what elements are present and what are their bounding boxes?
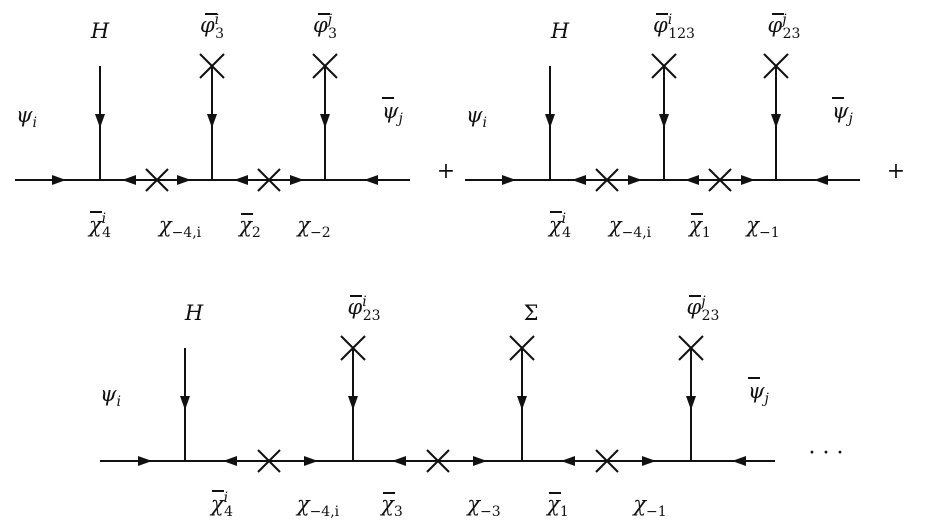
arrow-down bbox=[95, 114, 105, 128]
arrow-right bbox=[290, 175, 304, 185]
arrow-right bbox=[628, 175, 642, 185]
arrow-down bbox=[771, 114, 781, 128]
arrow-down bbox=[348, 396, 358, 410]
vev-cross bbox=[763, 53, 789, 79]
arrow-right bbox=[138, 456, 152, 466]
arrow-down bbox=[545, 114, 555, 128]
propagator-label: χ2 bbox=[237, 213, 261, 241]
arrow-left bbox=[122, 175, 136, 185]
vertex-label-higgs: H bbox=[184, 301, 204, 325]
arrow-down bbox=[180, 396, 190, 410]
arrow-down bbox=[686, 396, 696, 410]
propagator-label: χ1 bbox=[545, 492, 569, 520]
arrow-down bbox=[659, 114, 669, 128]
mass-insertion-cross bbox=[257, 449, 281, 473]
vev-cross bbox=[199, 53, 225, 79]
propagator-label: χ−1 bbox=[631, 492, 666, 520]
arrow-right bbox=[473, 456, 487, 466]
propagator-label: χ−4,i bbox=[295, 492, 340, 520]
arrow-left bbox=[814, 175, 828, 185]
propagator-label: χ−4,i bbox=[607, 213, 652, 241]
arrow-right bbox=[502, 175, 516, 185]
arrow-left bbox=[732, 456, 746, 466]
arrow-down bbox=[207, 114, 217, 128]
arrow-right bbox=[52, 175, 66, 185]
arrow-right bbox=[741, 175, 755, 185]
propagator-label: χ−4,i bbox=[157, 213, 202, 241]
mass-insertion-cross bbox=[595, 449, 619, 473]
arrow-left bbox=[234, 175, 248, 185]
mass-insertion-cross bbox=[708, 168, 732, 192]
vertex-label-higgs: H bbox=[90, 19, 110, 43]
vev-cross bbox=[340, 335, 366, 361]
arrow-right bbox=[642, 456, 656, 466]
vev-cross bbox=[312, 53, 338, 79]
arrow-left bbox=[561, 456, 575, 466]
mass-insertion-cross bbox=[145, 168, 169, 192]
arrow-down bbox=[320, 114, 330, 128]
mass-insertion-cross bbox=[426, 449, 450, 473]
arrow-left bbox=[223, 456, 237, 466]
plus-operator: + bbox=[887, 159, 905, 184]
left-leg-label: ψi bbox=[100, 382, 121, 410]
right-leg-label: ψj bbox=[382, 99, 403, 127]
arrow-left bbox=[392, 456, 406, 466]
vertex-label-sigma: Σ bbox=[524, 301, 539, 325]
arrow-left bbox=[364, 175, 378, 185]
ellipsis-operator: · · · bbox=[809, 441, 844, 466]
vertex-label-higgs: H bbox=[550, 19, 570, 43]
arrow-right bbox=[304, 456, 318, 466]
arrow-down bbox=[517, 396, 527, 410]
arrow-left bbox=[685, 175, 699, 185]
plus-operator: + bbox=[437, 159, 455, 184]
propagator-label: χ3 bbox=[379, 492, 403, 520]
mass-insertion-cross bbox=[595, 168, 619, 192]
arrow-left bbox=[572, 175, 586, 185]
mass-insertion-cross bbox=[257, 168, 281, 192]
left-leg-label: ψi bbox=[466, 103, 487, 131]
propagator-label: χ1 bbox=[687, 213, 711, 241]
right-leg-label: ψj bbox=[748, 379, 769, 407]
propagator-label: χ−2 bbox=[295, 213, 330, 241]
propagator-label: χ−1 bbox=[744, 213, 779, 241]
vev-cross bbox=[651, 53, 677, 79]
vev-cross bbox=[509, 335, 535, 361]
arrow-right bbox=[177, 175, 191, 185]
propagator-label: χ−3 bbox=[465, 492, 500, 520]
vev-cross bbox=[678, 335, 704, 361]
right-leg-label: ψj bbox=[832, 99, 853, 127]
left-leg-label: ψi bbox=[16, 103, 37, 131]
